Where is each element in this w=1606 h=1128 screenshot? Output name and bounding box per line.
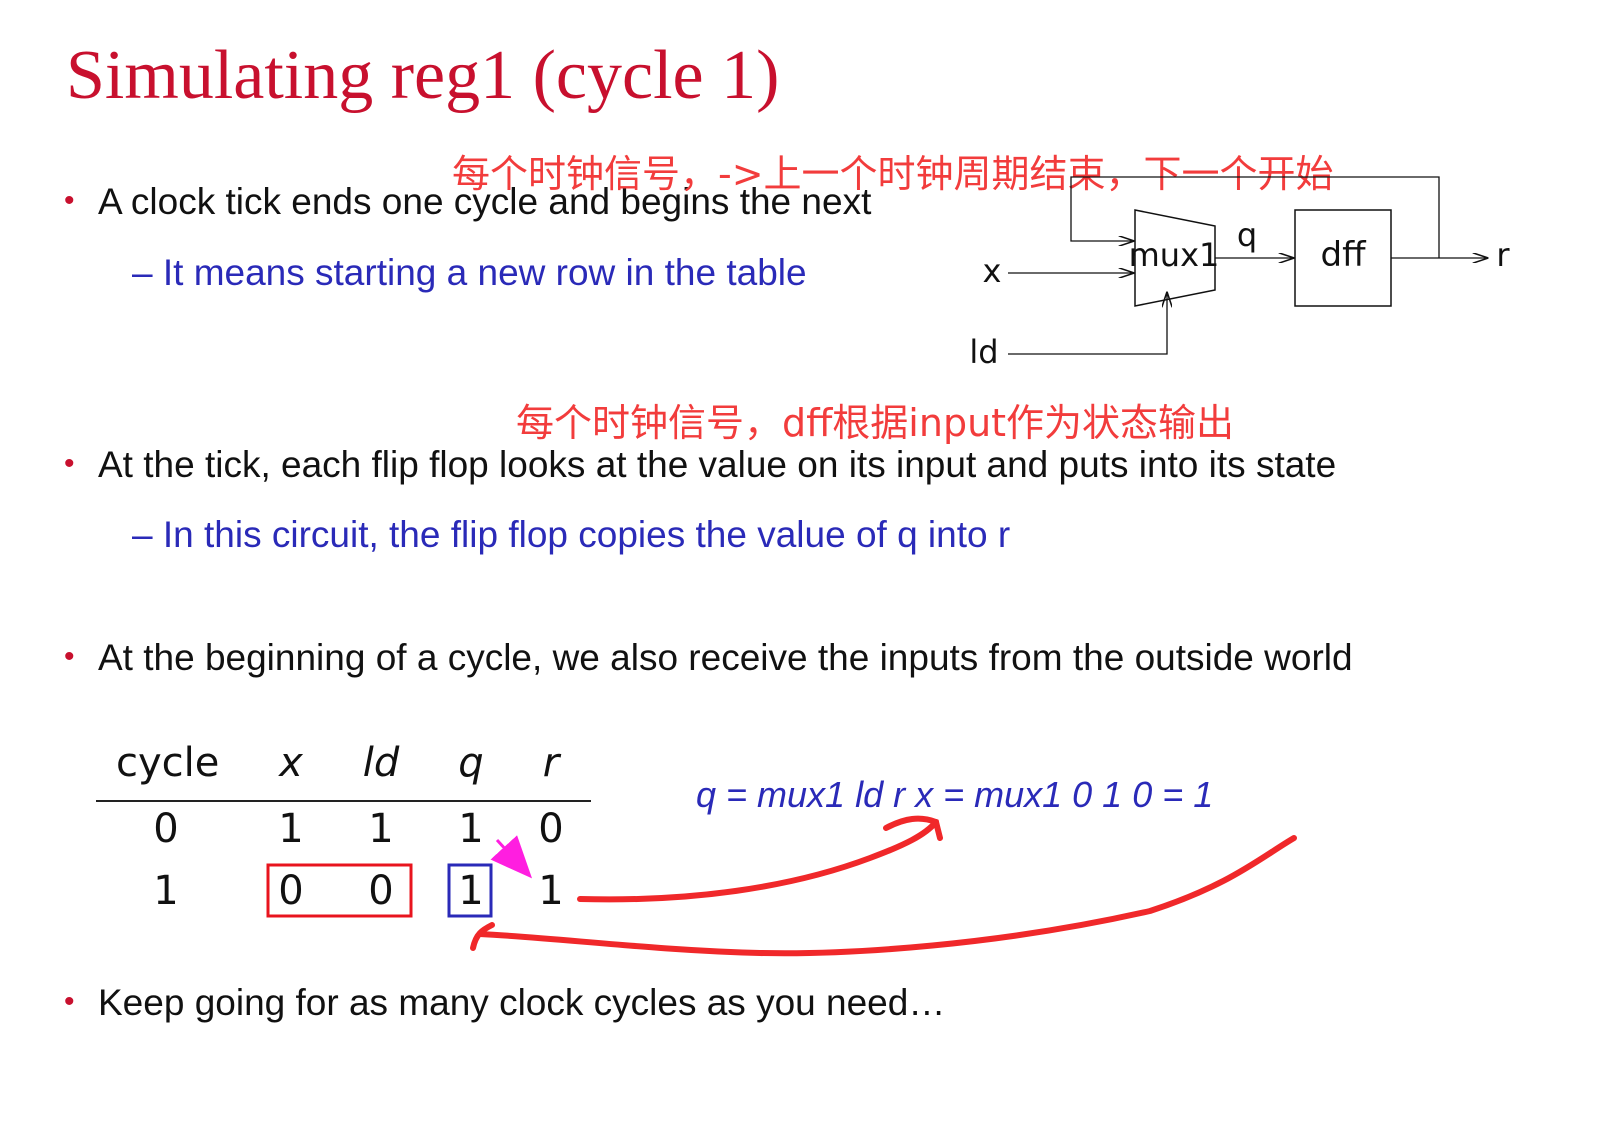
annotation-top-note: 每个时钟信号，->上一个时钟周期结束，下一个开始	[452, 152, 1334, 196]
bullet-1: • A clock tick ends one cycle and begins …	[64, 181, 871, 223]
dff-label: dff	[1320, 235, 1367, 275]
ink-arrowhead-formula	[883, 815, 943, 841]
bullet-mark: •	[64, 447, 75, 480]
bullet-2-text: At the tick, each flip flop looks at the…	[98, 444, 1337, 485]
table-cell: 0	[538, 806, 564, 852]
bullet-4: • Keep going for as many clock cycles as …	[64, 982, 945, 1024]
ink-arrow-r-to-formula	[577, 819, 939, 903]
formula: q = mux1 ld r x = mux1 0 1 0 = 1	[696, 774, 1214, 815]
ink-arrow-result-to-q	[477, 835, 1297, 957]
table-header-rule	[96, 800, 591, 802]
mux-label: mux1	[1129, 236, 1220, 274]
dff-box	[1294, 209, 1392, 307]
input-x-label: x	[983, 252, 1002, 290]
table-header-ld: ld	[362, 740, 400, 786]
output-r-label: r	[1496, 236, 1510, 274]
table-cell: 0	[368, 868, 394, 914]
table-header-cycle: cycle	[116, 740, 220, 786]
page-title: Simulating reg1 (cycle 1)	[66, 37, 780, 114]
table-cell: 1	[538, 868, 564, 914]
bullet-2: • At the tick, each flip flop looks at th…	[64, 444, 1336, 486]
bullet-mark: •	[64, 640, 75, 673]
table-cell: 1	[153, 868, 179, 914]
bullet-1-sub: – It means starting a new row in the tab…	[132, 252, 807, 293]
table-header-r: r	[542, 740, 560, 786]
table-header-q: q	[458, 740, 484, 786]
bullet-mark: •	[64, 985, 75, 1018]
bullet-3-text: At the beginning of a cycle, we also rec…	[98, 637, 1353, 678]
state-table: cycle x ld q r 0 1 1 1 0 1 0 0 1 1	[96, 740, 592, 930]
table-cell: 1	[458, 868, 484, 914]
mux-shape	[1134, 209, 1216, 307]
bullet-3: • At the beginning of a cycle, we also re…	[64, 637, 1353, 679]
wire-q-label: q	[1237, 216, 1257, 254]
table-cell: 0	[153, 806, 179, 852]
bullet-2-sub: – In this circuit, the flip flop copies …	[132, 514, 1011, 555]
table-cell: 1	[278, 806, 304, 852]
table-cell: 1	[368, 806, 394, 852]
table-header-x: x	[279, 740, 303, 786]
bullet-4-text: Keep going for as many clock cycles as y…	[98, 982, 946, 1023]
input-ld-label: ld	[969, 333, 998, 371]
annotation-mid-note: 每个时钟信号，dff根据input作为状态输出	[516, 401, 1235, 445]
bullet-1-text: A clock tick ends one cycle and begins t…	[98, 181, 872, 222]
table-cell: 1	[458, 806, 484, 852]
table-cell: 0	[278, 868, 304, 914]
wire-ld	[1008, 293, 1167, 355]
bullet-mark: •	[64, 184, 75, 217]
